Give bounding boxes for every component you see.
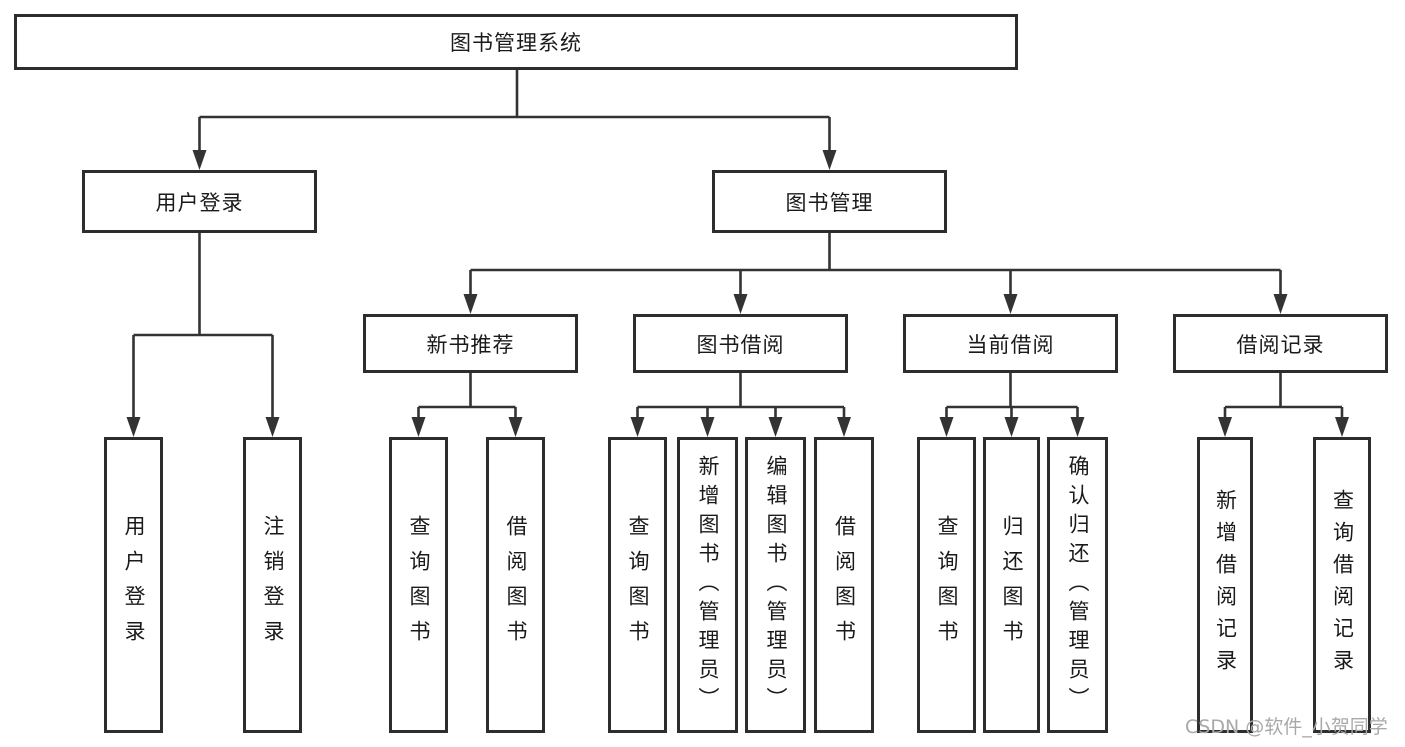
edge-borrowing-records-to-leaves <box>1218 373 1349 437</box>
leaf-borrow-books-borrowing: 借阅图书 <box>814 437 874 733</box>
leaf-borrow-books-recommend-label: 借阅图书 <box>504 515 528 655</box>
leaf-user-login: 用户登录 <box>104 437 163 733</box>
leaf-logout-label: 注销登录 <box>261 515 285 655</box>
leaf-query-books-current: 查询图书 <box>917 437 976 733</box>
leaf-edit-book-admin-label: 编辑图书（管理员） <box>764 454 788 716</box>
leaf-add-book-admin: 新增图书（管理员） <box>677 437 738 733</box>
leaf-query-borrow-record-label: 查询借阅记录 <box>1330 489 1355 681</box>
leaf-add-borrow-record-label: 新增借阅记录 <box>1213 489 1238 681</box>
leaf-borrow-books-recommend: 借阅图书 <box>486 437 545 733</box>
leaf-edit-book-admin: 编辑图书（管理员） <box>745 437 806 733</box>
node-user-login: 用户登录 <box>82 170 317 233</box>
edge-new-book-recommendation-to-leaves <box>411 373 523 437</box>
node-book-borrowing-label: 图书借阅 <box>696 332 785 357</box>
leaf-borrow-books-borrowing-label: 借阅图书 <box>832 515 857 655</box>
leaf-query-books-recommend-label: 查询图书 <box>407 515 431 655</box>
leaf-logout: 注销登录 <box>243 437 302 733</box>
node-new-book-recommendation-label: 新书推荐 <box>426 332 515 357</box>
leaf-confirm-return-admin: 确认归还（管理员） <box>1047 437 1108 733</box>
leaf-query-books-borrowing-label: 查询图书 <box>626 515 650 655</box>
node-book-management: 图书管理 <box>712 170 947 233</box>
csdn-watermark: CSDN @软件_小贺同学 <box>1185 716 1388 738</box>
node-current-borrowing-label: 当前借阅 <box>966 332 1055 357</box>
edge-root-to-level2 <box>192 69 837 170</box>
node-borrowing-records: 借阅记录 <box>1173 314 1388 373</box>
node-book-borrowing: 图书借阅 <box>633 314 848 373</box>
leaf-query-books-current-label: 查询图书 <box>935 515 959 655</box>
node-new-book-recommendation: 新书推荐 <box>363 314 578 373</box>
leaf-add-book-admin-label: 新增图书（管理员） <box>696 454 720 716</box>
edge-book-management-to-level3 <box>463 233 1288 314</box>
leaf-return-books: 归还图书 <box>983 437 1040 733</box>
node-borrowing-records-label: 借阅记录 <box>1236 332 1325 357</box>
leaf-query-books-recommend: 查询图书 <box>389 437 448 733</box>
edge-book-borrowing-to-leaves <box>630 373 851 437</box>
node-book-management-label: 图书管理 <box>785 190 874 215</box>
leaf-return-books-label: 归还图书 <box>1000 515 1024 655</box>
leaf-add-borrow-record: 新增借阅记录 <box>1197 437 1253 733</box>
leaf-query-borrow-record: 查询借阅记录 <box>1313 437 1371 733</box>
root-node-book-management-system: 图书管理系统 <box>14 14 1018 70</box>
leaf-query-books-borrowing: 查询图书 <box>608 437 667 733</box>
leaf-user-login-label: 用户登录 <box>122 515 146 655</box>
root-node-label: 图书管理系统 <box>450 31 582 55</box>
edge-current-borrowing-to-leaves <box>939 373 1085 437</box>
edge-user-login-to-leaves <box>126 233 280 437</box>
leaf-confirm-return-admin-label: 确认归还（管理员） <box>1066 454 1090 716</box>
node-current-borrowing: 当前借阅 <box>903 314 1118 373</box>
node-user-login-label: 用户登录 <box>155 190 244 215</box>
